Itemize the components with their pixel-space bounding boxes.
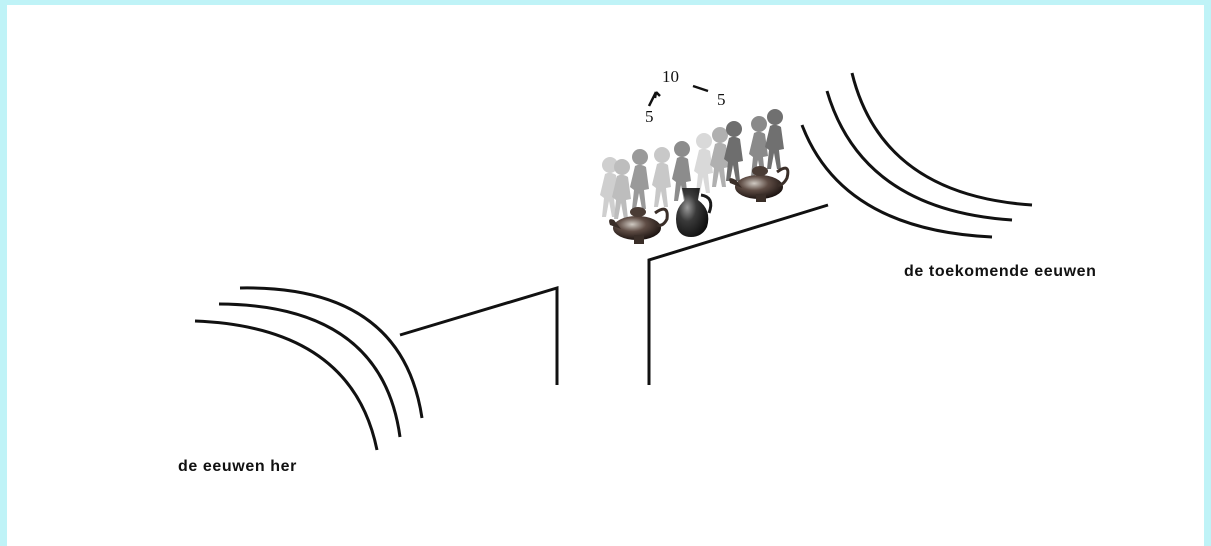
past-label: de eeuwen her (178, 458, 297, 476)
person-figure (630, 149, 649, 209)
right-arrow (693, 86, 708, 91)
future-arcs (802, 73, 1032, 237)
past-arcs (195, 288, 422, 450)
count-right: 5 (717, 90, 726, 110)
person-figure (652, 147, 671, 207)
count-top: 10 (662, 67, 679, 87)
rotation-arrows (649, 86, 708, 106)
person-figure (694, 133, 713, 193)
diagram-canvas: 5 10 5 de eeuwen her de toekomende eeuwe… (7, 5, 1204, 546)
person-figure (724, 121, 743, 181)
count-left: 5 (645, 107, 654, 127)
right-platform (649, 205, 828, 385)
left-arrow-head (655, 92, 660, 98)
person-figure (765, 109, 784, 169)
jug (676, 188, 711, 237)
future-arc-3 (852, 73, 1032, 205)
future-arc-1 (802, 125, 992, 237)
platforms (400, 205, 828, 385)
future-arc-2 (827, 91, 1012, 220)
left-platform (400, 288, 557, 385)
future-label: de toekomende eeuwen (904, 263, 1097, 281)
